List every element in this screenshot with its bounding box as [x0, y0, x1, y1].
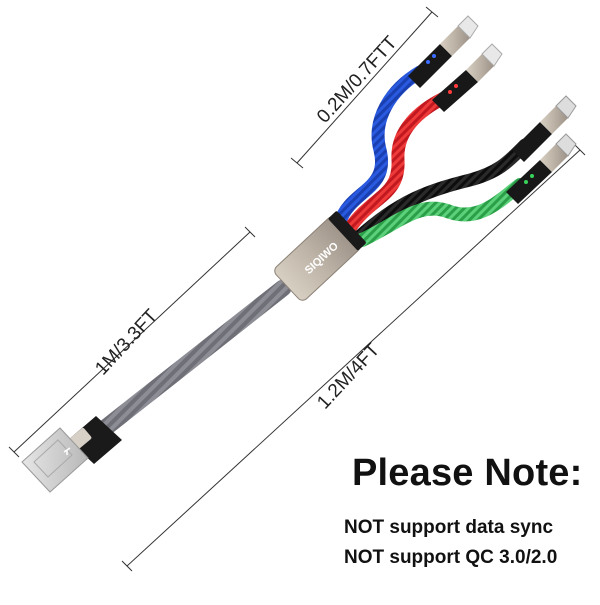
main-cable: [81, 279, 292, 449]
dimension-line-main: [8, 226, 256, 458]
dimension-label-total: 1.2M/4FT: [313, 339, 384, 413]
blue-branch-cable: [333, 65, 427, 229]
red-branch-cable: [343, 91, 451, 235]
dimension-label-main: 1M/3.3FT: [91, 305, 162, 379]
usb-c-connector-icon: [512, 95, 577, 162]
dimension-line-total: [121, 144, 586, 572]
green-branch-cable: [355, 178, 527, 247]
note-line-data-sync: NOT support data sync: [344, 517, 554, 538]
note-title: Please Note:: [352, 452, 583, 494]
splitter-housing: SIQIWO: [274, 211, 366, 301]
dimension-line-short: [290, 6, 439, 169]
micro-usb-connector-icon: [506, 133, 577, 204]
lightning-connector-icon: [432, 43, 503, 112]
usb-a-connector-icon: [21, 416, 122, 493]
black-branch-cable: [353, 138, 532, 243]
note-line-qc: NOT support QC 3.0/2.0: [344, 547, 558, 568]
lightning-connector-icon: [408, 15, 479, 88]
